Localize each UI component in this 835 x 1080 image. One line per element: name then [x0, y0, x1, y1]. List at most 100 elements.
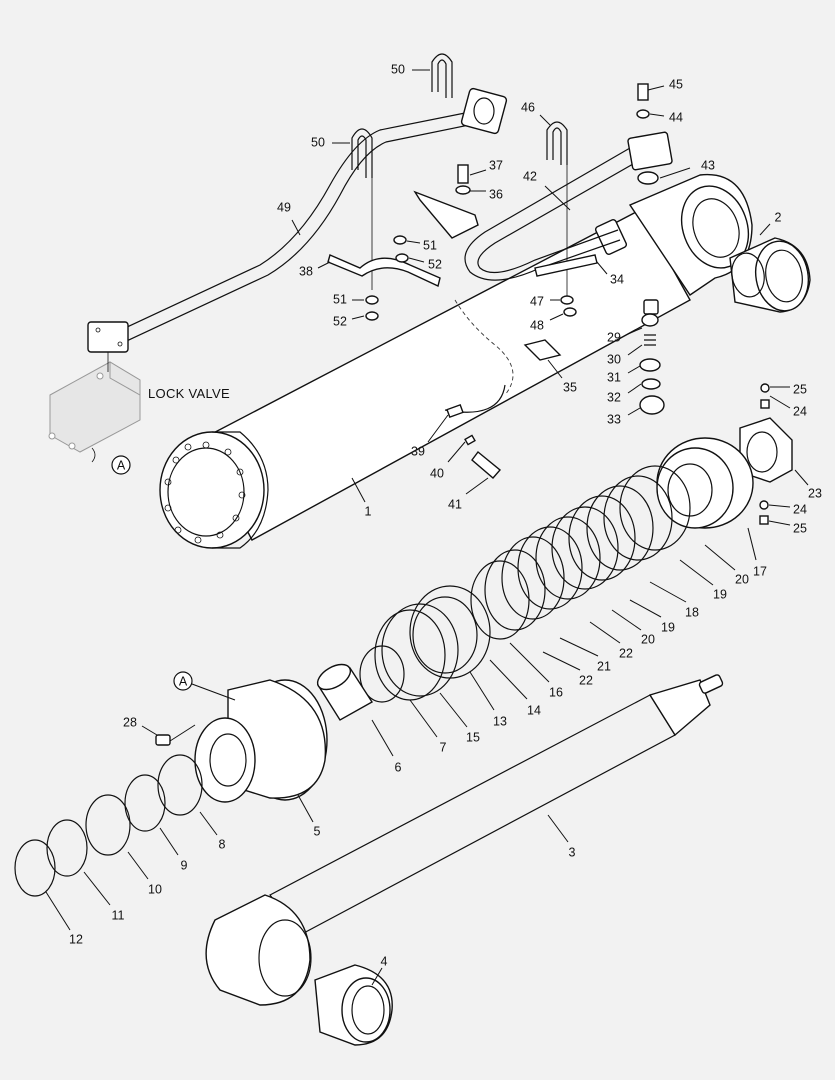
callout-c19b: 19	[661, 620, 675, 634]
flange-bolt-holes	[164, 441, 246, 544]
leader-line-c14	[489, 659, 528, 700]
leader-line-c39	[427, 414, 449, 443]
callout-c31: 31	[607, 370, 621, 384]
leader-line-c49	[291, 219, 301, 236]
callout-c25a: 25	[793, 382, 807, 396]
callout-c20a: 20	[735, 572, 749, 586]
callout-c16: 16	[549, 685, 563, 699]
svg-text:A: A	[117, 459, 126, 473]
leader-line-c5	[297, 794, 314, 823]
leader-line-c22a	[589, 621, 621, 644]
svg-text:A: A	[179, 675, 188, 689]
callout-c25b: 25	[793, 521, 807, 535]
callout-c7: 7	[440, 740, 447, 754]
leader-line-c24b	[768, 504, 791, 508]
leader-line-c30	[627, 344, 643, 356]
leader-line-c9	[159, 827, 179, 856]
leader-line-c16	[509, 642, 550, 683]
callout-c32: 32	[607, 390, 621, 404]
callout-labels: 1234567891011121314151617181919202021222…	[45, 62, 822, 986]
callout-c42: 42	[523, 169, 537, 183]
leader-line-c38	[317, 261, 331, 269]
callout-c8: 8	[219, 837, 226, 851]
callout-c4: 4	[381, 954, 388, 968]
callout-c45: 45	[669, 77, 683, 91]
pipe-49	[87, 87, 508, 353]
leader-line-c19a	[679, 559, 714, 586]
leader-line-c44	[649, 113, 665, 117]
reference-a-upper: A	[111, 455, 131, 475]
leader-line-c8	[199, 811, 218, 836]
leader-line-c11	[83, 871, 111, 906]
leader-line-c4	[371, 967, 383, 986]
callout-c33: 33	[607, 412, 621, 426]
callout-c38: 38	[299, 264, 313, 278]
leader-line-c20a	[704, 544, 736, 571]
leader-line-c12	[45, 891, 71, 931]
lock-valve	[48, 352, 141, 463]
callout-c34: 34	[610, 272, 624, 286]
nut-23	[739, 383, 793, 525]
washer-nut-51-52	[365, 235, 577, 321]
callout-c12: 12	[69, 932, 83, 946]
lock-valve-label: LOCK VALVE	[148, 386, 230, 401]
u-bolt-50-upper	[431, 53, 453, 98]
callout-c9: 9	[181, 858, 188, 872]
leader-line-c31	[627, 365, 641, 374]
leader-line-c6	[371, 719, 394, 757]
callout-c51a: 51	[423, 238, 437, 252]
bolt-40-41	[464, 434, 502, 479]
hardware-44-45	[636, 83, 659, 185]
leader-line-c35	[547, 359, 563, 379]
callout-c22a: 22	[619, 646, 633, 660]
clamp-band-39	[444, 384, 506, 419]
callout-c40: 40	[430, 466, 444, 480]
leader-line-c52a	[408, 257, 425, 263]
callout-c36: 36	[489, 187, 503, 201]
clamp-bracket-34	[534, 254, 598, 277]
plug-stack-29-33	[639, 313, 665, 415]
callout-c24b: 24	[793, 502, 807, 516]
leader-line-c3	[547, 814, 569, 843]
leader-line-c18	[649, 581, 687, 603]
leader-line-c40	[447, 441, 466, 463]
callout-c30: 30	[607, 352, 621, 366]
leader-line-c10	[127, 851, 149, 880]
leader-line-c20b	[611, 609, 642, 631]
seals-7-12	[14, 754, 203, 897]
callout-c1: 1	[365, 504, 372, 518]
reference-a-lower: A	[173, 671, 236, 701]
callout-c2: 2	[775, 210, 782, 224]
bracket-36-37	[413, 164, 479, 239]
piston-rings-18-22	[470, 465, 691, 640]
callout-c6: 6	[395, 760, 402, 774]
leader-line-c7	[409, 699, 438, 738]
u-bolt-46	[546, 121, 568, 300]
callout-c19a: 19	[713, 587, 727, 601]
callout-c28: 28	[123, 715, 137, 729]
piston-17	[656, 437, 754, 529]
rod-eye-4	[205, 894, 393, 1046]
callout-c13: 13	[493, 714, 507, 728]
leader-line-c52b	[351, 315, 365, 320]
callout-c22b: 22	[579, 673, 593, 687]
callout-c14: 14	[527, 703, 541, 717]
bushing-2	[729, 237, 811, 313]
leader-line-c46	[539, 114, 551, 126]
leader-line-c51a	[406, 240, 421, 244]
callout-c51b: 51	[333, 292, 347, 306]
callout-c46: 46	[521, 100, 535, 114]
leader-line-c25b	[768, 520, 791, 526]
leader-line-c33	[627, 407, 641, 416]
callout-c43: 43	[701, 158, 715, 172]
callout-c18: 18	[685, 605, 699, 619]
callout-c47: 47	[530, 294, 544, 308]
leader-line-c45	[647, 85, 665, 91]
bushing-6	[316, 663, 373, 721]
callout-c41: 41	[448, 497, 462, 511]
leader-line-c48	[549, 313, 564, 321]
callout-c3: 3	[569, 845, 576, 859]
clamp-bracket-38	[327, 254, 441, 287]
callout-c15: 15	[466, 730, 480, 744]
leader-line-c24a	[769, 395, 791, 409]
